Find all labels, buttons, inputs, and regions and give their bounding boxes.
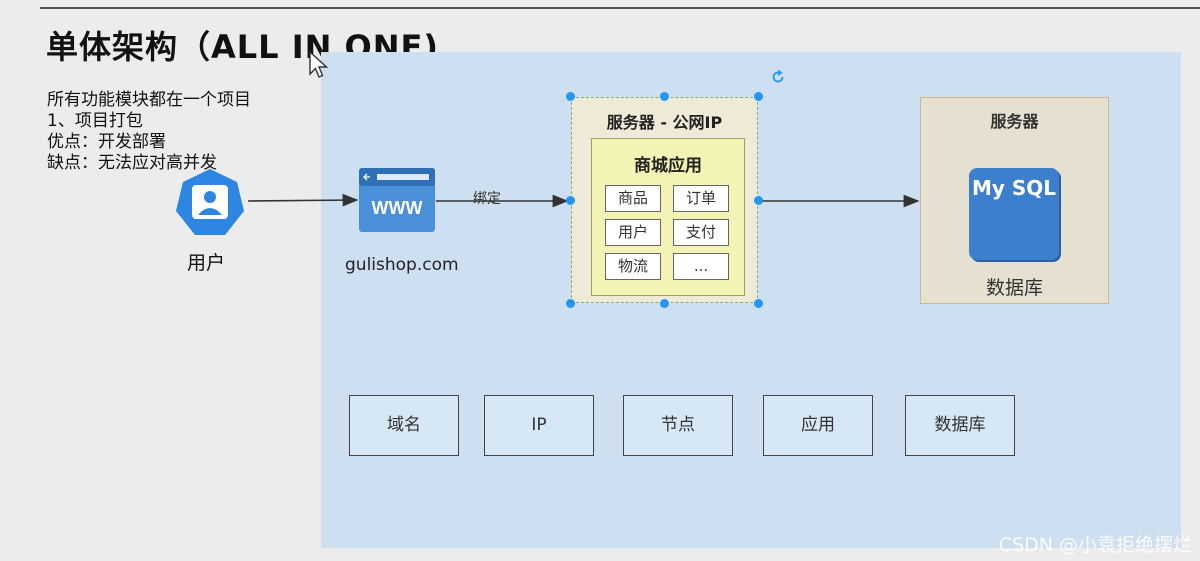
user-icon[interactable] <box>173 167 247 241</box>
watermark: CSDN @小袁拒绝摆烂 <box>998 534 1192 556</box>
layer-box-app[interactable]: 应用 <box>763 395 873 456</box>
selection-handle[interactable] <box>754 196 763 205</box>
mall-app-node[interactable]: 商城应用 商品 订单 用户 支付 物流 ... <box>591 138 745 296</box>
mysql-label: My SQL <box>971 176 1057 200</box>
www-text: WWW <box>372 198 423 218</box>
layer-box-domain[interactable]: 域名 <box>349 395 459 456</box>
selection-handle[interactable] <box>566 299 575 308</box>
selection-handle[interactable] <box>566 196 575 205</box>
layer-box-database[interactable]: 数据库 <box>905 395 1015 456</box>
description-line: 所有功能模块都在一个项目 <box>47 90 251 110</box>
description-line: 优点：开发部署 <box>47 132 166 152</box>
module-logistics[interactable]: 物流 <box>605 253 661 280</box>
selection-handle[interactable] <box>660 92 669 101</box>
module-user[interactable]: 用户 <box>605 219 661 246</box>
user-label: 用户 <box>187 252 226 274</box>
db-server-node[interactable]: 服务器 My SQL 数据库 <box>920 97 1109 304</box>
public-server-node[interactable]: 服务器 - 公网IP 商城应用 商品 订单 用户 支付 物流 ... <box>571 97 758 303</box>
module-payment[interactable]: 支付 <box>673 219 729 246</box>
selection-handle[interactable] <box>754 299 763 308</box>
selection-handle[interactable] <box>566 92 575 101</box>
database-label: 数据库 <box>985 277 1043 299</box>
layer-box-node[interactable]: 节点 <box>623 395 733 456</box>
mall-app-title: 商城应用 <box>634 156 702 176</box>
mysql-icon[interactable]: My SQL <box>969 168 1059 260</box>
db-server-title: 服务器 <box>990 112 1039 131</box>
mouse-cursor-icon <box>309 50 329 78</box>
rotate-handle-icon[interactable] <box>770 69 786 85</box>
module-more[interactable]: ... <box>673 253 729 280</box>
bind-label: 绑定 <box>473 191 501 207</box>
selection-handle[interactable] <box>754 92 763 101</box>
public-server-title: 服务器 - 公网IP <box>606 113 723 132</box>
domain-label: gulishop.com <box>345 255 459 275</box>
module-product[interactable]: 商品 <box>605 185 661 212</box>
website-icon[interactable]: WWW <box>359 168 435 232</box>
description: 所有功能模块都在一个项目 1、项目打包 优点：开发部署 缺点：无法应对高并发 <box>47 90 251 174</box>
layer-box-ip[interactable]: IP <box>484 395 594 456</box>
description-line: 缺点：无法应对高并发 <box>47 153 217 173</box>
module-order[interactable]: 订单 <box>673 185 729 212</box>
description-line: 1、项目打包 <box>47 111 143 131</box>
selection-handle[interactable] <box>660 299 669 308</box>
top-divider <box>40 7 1200 9</box>
arrow-user-to-website <box>247 193 359 207</box>
